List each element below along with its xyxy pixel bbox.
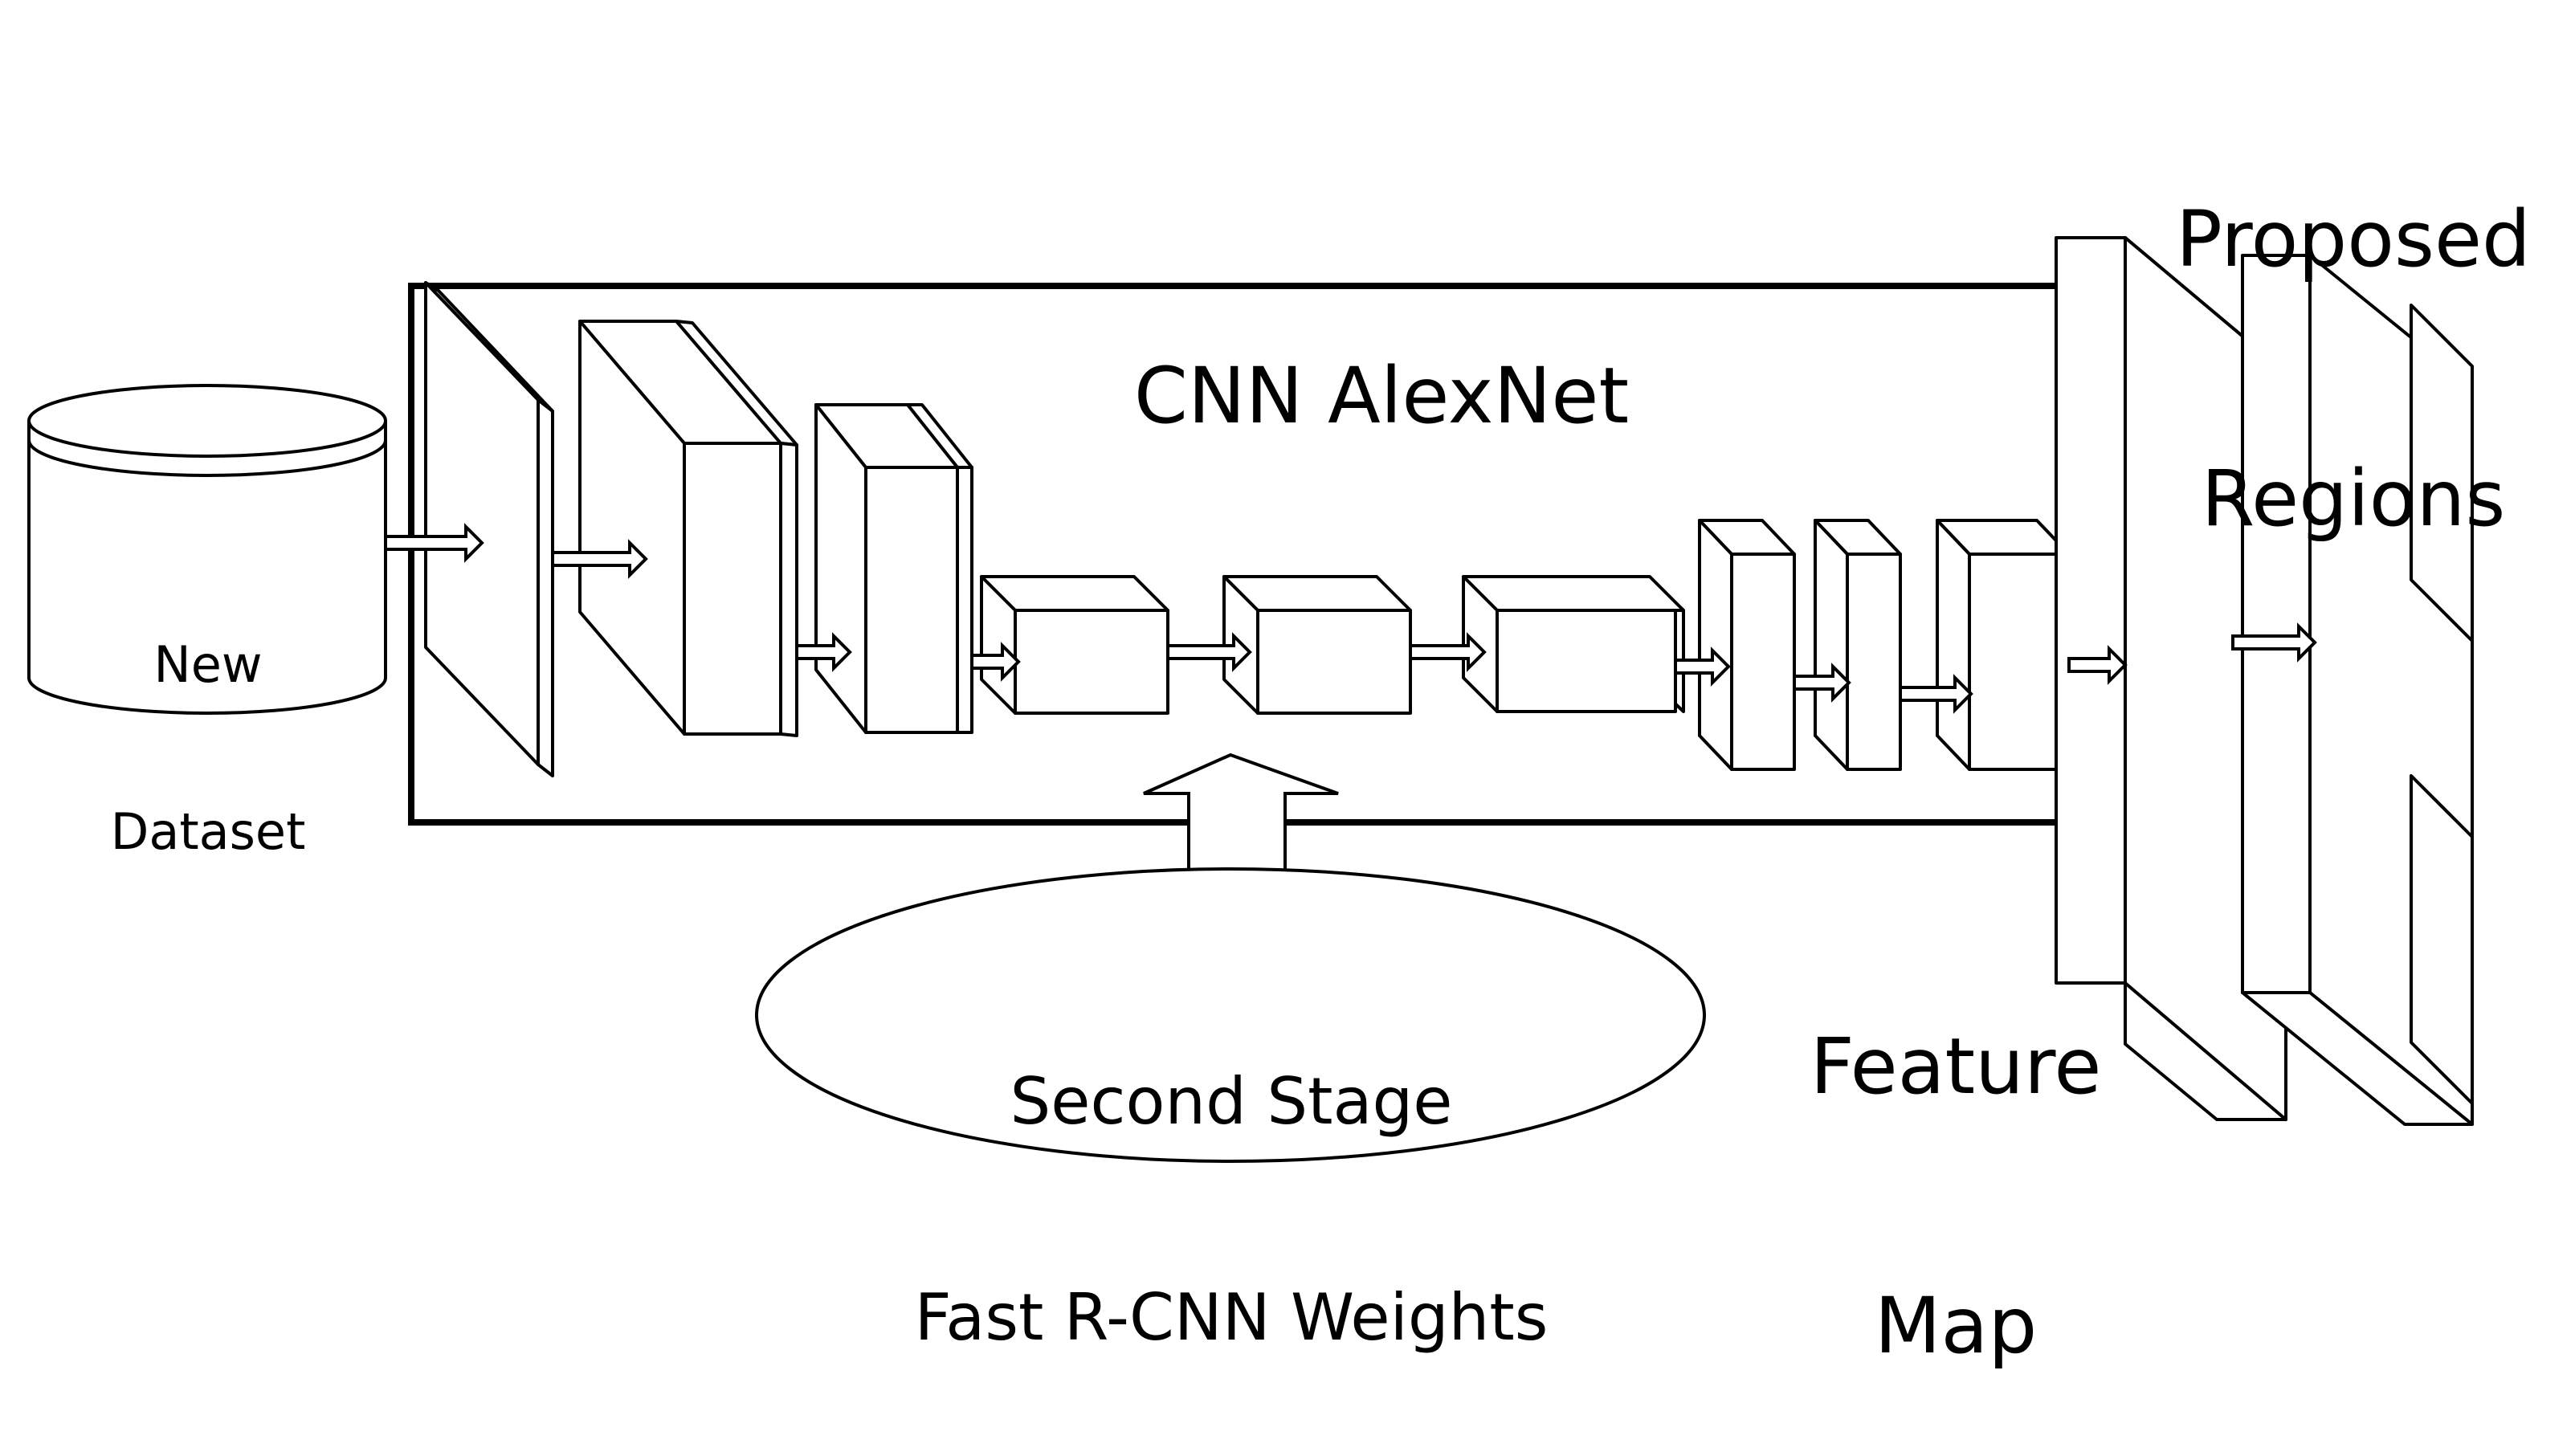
feature-map-label: Feature Map — [1775, 851, 2136, 1456]
region-box-top — [2410, 304, 2474, 642]
cnn-title: CNN AlexNet — [1133, 351, 1630, 441]
layer-conv1 — [578, 320, 798, 737]
network-diagram — [27, 236, 2474, 1163]
layer-fc3 — [1936, 519, 2071, 771]
layer-conv3 — [980, 575, 1169, 715]
weights-label-line-1: Second Stage — [1010, 1064, 1453, 1140]
region-box-bottom — [2410, 774, 2474, 1105]
proposed-regions-label: Proposed Regions — [2136, 24, 2570, 629]
layer-input-plane — [424, 281, 554, 777]
flow-arrows — [384, 523, 2317, 714]
layer-conv2 — [814, 403, 973, 734]
layer-fc2 — [1814, 519, 1902, 771]
layer-conv5 — [1462, 575, 1685, 713]
dataset-cylinder-icon — [27, 384, 387, 715]
weights-label-line-2: Fast R-CNN Weights — [914, 1279, 1549, 1355]
weights-up-arrow — [1143, 752, 1339, 875]
layer-conv4 — [1222, 575, 1412, 715]
weights-ellipse — [755, 867, 1706, 1163]
dataset-label: New Dataset — [80, 525, 336, 916]
dataset-label-line-2: Dataset — [110, 802, 306, 862]
weights-label: Second Stage Fast R-CNN Weights — [803, 922, 1659, 1425]
feature-map-label-line-2: Map — [1874, 1280, 2038, 1371]
layer-fc1 — [1698, 519, 1796, 771]
dataset-label-line-1: New — [153, 634, 263, 694]
proposed-regions-slab — [2241, 254, 2474, 1126]
feature-map-label-line-1: Feature — [1810, 1022, 2102, 1112]
proposed-regions-label-line-2: Regions — [2201, 453, 2506, 544]
proposed-regions-label-line-1: Proposed — [2176, 194, 2531, 285]
